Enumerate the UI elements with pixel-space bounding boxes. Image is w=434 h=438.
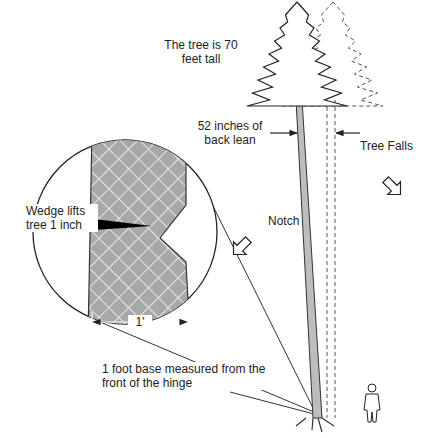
roots [296,418,334,432]
notch-label: Notch [268,214,318,228]
leaning-trunk [296,100,322,418]
notch-arrow [227,233,255,261]
lean-arrow [268,132,297,133]
height-note: The tree is 70 feet tall [160,38,242,66]
lean-arrow [336,132,360,133]
dimension-ticks [92,312,188,330]
wedge [94,219,152,230]
person [364,384,380,422]
lean-note: 52 inches of back lean [190,119,270,147]
upright-trunk [327,100,335,418]
fall-arrow [379,173,407,201]
dimension-label: 1' [128,315,152,329]
fall-label: Tree Falls [360,139,428,153]
trunk-section [88,130,190,340]
wedge-note: Wedge lifts tree 1 inch [24,204,98,232]
base-note: 1 foot base measured from the front of t… [100,362,284,390]
tree-foliage [247,2,347,106]
leader-line [230,392,314,414]
leader-line [100,322,314,412]
